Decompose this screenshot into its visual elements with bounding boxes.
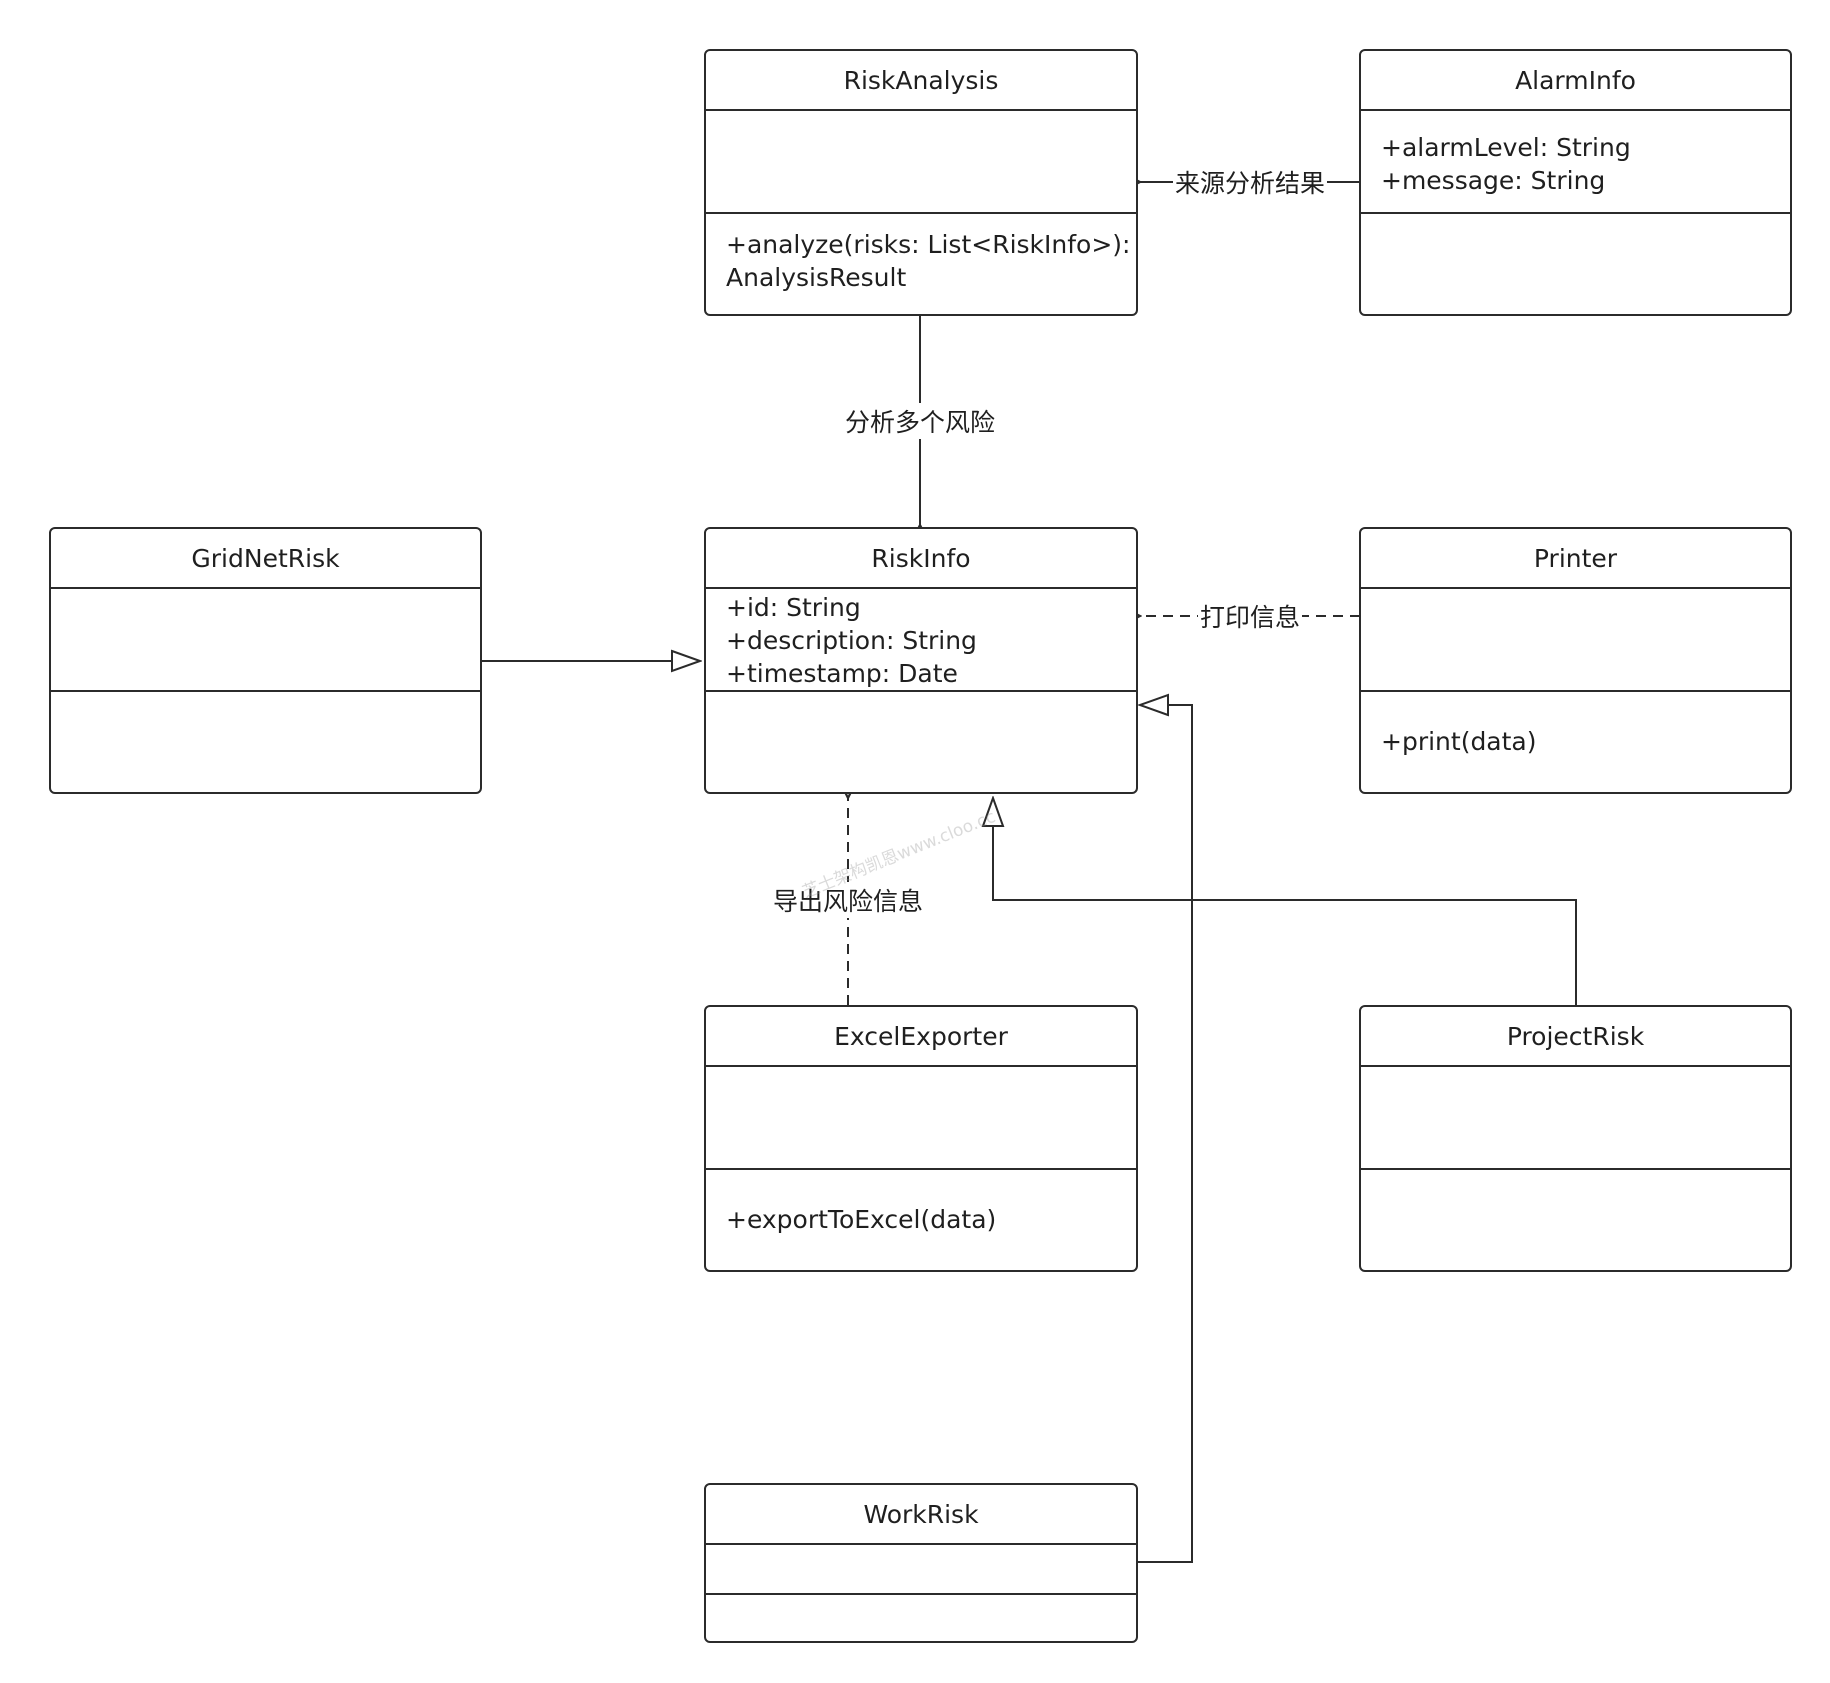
attribute: +id: String [726,593,861,622]
operations-compartment [706,1595,1136,1641]
label-alarm-to-analysis: 来源分析结果 [1172,164,1328,200]
class-name: WorkRisk [706,1485,1136,1545]
edge-projectrisk-to-riskinfo [993,798,1577,1005]
attribute: +description: String [726,626,977,655]
class-workrisk[interactable]: WorkRisk [704,1483,1138,1643]
operations-compartment: +print(data) [1361,692,1790,792]
class-printer[interactable]: Printer +print(data) [1359,527,1792,794]
attributes-compartment [706,111,1136,214]
operation: AnalysisResult [726,263,907,292]
operations-compartment: +exportToExcel(data) [706,1170,1136,1270]
operations-compartment: +analyze(risks: List<RiskInfo>): Analysi… [706,214,1136,314]
class-name: ProjectRisk [1361,1007,1790,1067]
operation: +print(data) [1381,727,1537,756]
label-exporter-to-riskinfo: 导出风险信息 [770,882,926,918]
edge-workrisk-to-riskinfo [1136,705,1193,1563]
class-name: AlarmInfo [1361,51,1790,111]
class-riskanalysis[interactable]: RiskAnalysis +analyze(risks: List<RiskIn… [704,49,1138,316]
attributes-compartment [706,1067,1136,1170]
class-alarminfo[interactable]: AlarmInfo +alarmLevel: String +message: … [1359,49,1792,316]
class-name: ExcelExporter [706,1007,1136,1067]
class-name: RiskInfo [706,529,1136,589]
attribute: +alarmLevel: String [1381,133,1631,162]
class-name: RiskAnalysis [706,51,1136,111]
attributes-compartment [1361,1067,1790,1170]
class-riskinfo[interactable]: RiskInfo +id: String +description: Strin… [704,527,1138,794]
operation: +analyze(risks: List<RiskInfo>): [726,230,1131,259]
class-name: Printer [1361,529,1790,589]
attributes-compartment: +id: String +description: String +timest… [706,589,1136,692]
class-projectrisk[interactable]: ProjectRisk [1359,1005,1792,1272]
attributes-compartment [51,589,480,692]
attributes-compartment: +alarmLevel: String +message: String [1361,111,1790,214]
label-printer-to-riskinfo: 打印信息 [1197,598,1303,634]
operations-compartment [1361,214,1790,314]
class-name: GridNetRisk [51,529,480,589]
label-analysis-to-riskinfo: 分析多个风险 [842,403,998,439]
class-gridnetrisk[interactable]: GridNetRisk [49,527,482,794]
operations-compartment [706,692,1136,792]
attributes-compartment [706,1545,1136,1595]
operations-compartment [51,692,480,792]
operations-compartment [1361,1170,1790,1270]
attributes-compartment [1361,589,1790,692]
class-excelexporter[interactable]: ExcelExporter +exportToExcel(data) [704,1005,1138,1272]
attribute: +timestamp: Date [726,659,958,688]
attribute: +message: String [1381,166,1606,195]
operation: +exportToExcel(data) [726,1205,997,1234]
